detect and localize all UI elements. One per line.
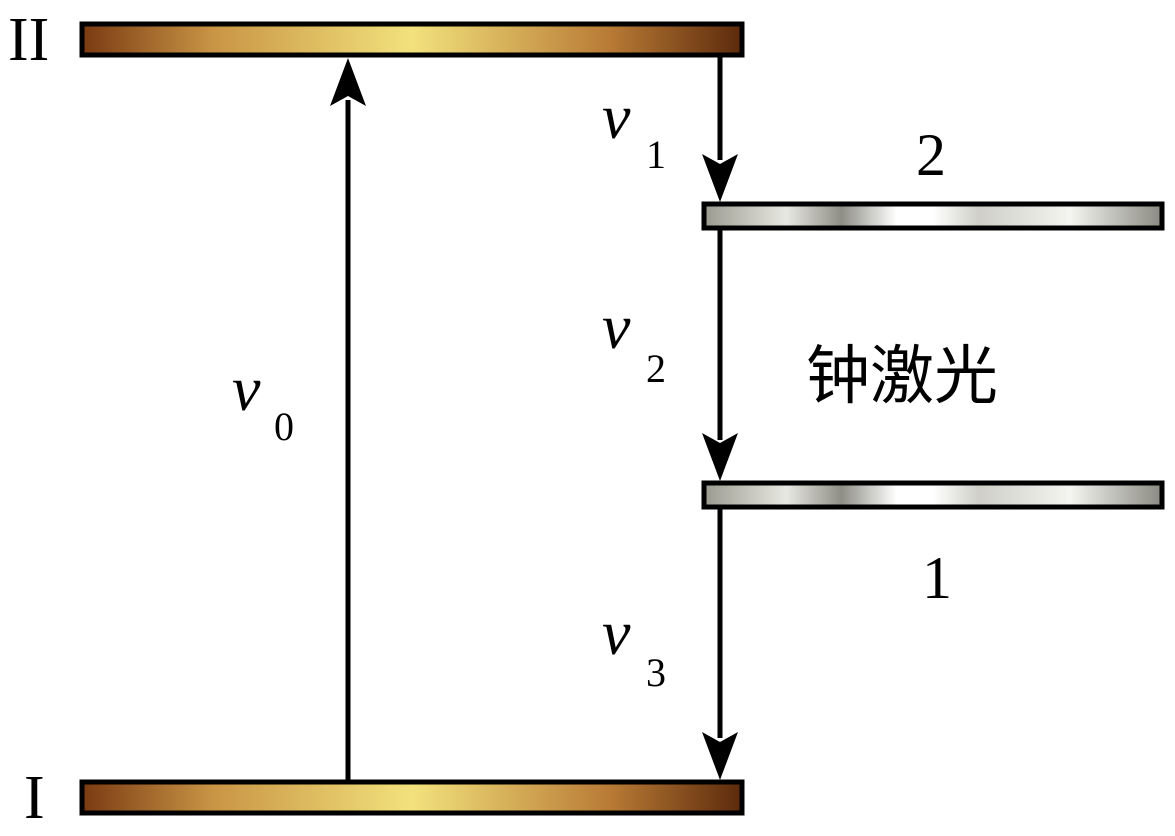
transition-v2-label: v 2 [602, 291, 666, 391]
level-1-bar [701, 480, 1165, 510]
transition-v1-arrow [702, 55, 738, 202]
level-II-bar [79, 21, 745, 58]
transition-v3-label: v 3 [602, 597, 666, 695]
pump-arrow [330, 58, 366, 782]
v3-subscript: 3 [646, 650, 666, 695]
pump-symbol: v [232, 353, 261, 424]
level-2-label: 2 [916, 122, 946, 188]
v1-subscript: 1 [646, 132, 666, 177]
level-I-bar [79, 779, 745, 816]
pump-subscript: 0 [274, 404, 294, 449]
transition-v2-arrow [702, 228, 738, 481]
pump-label: v 0 [232, 353, 294, 449]
v3-symbol: v [602, 597, 631, 668]
level-2-bar [701, 201, 1165, 231]
transition-v3-arrow [702, 507, 738, 780]
level-1-label: 1 [922, 545, 952, 611]
v2-subscript: 2 [646, 346, 666, 391]
level-I-label: I [24, 764, 45, 832]
transition-v1-label: v 1 [602, 81, 666, 177]
level-II-label: II [8, 6, 49, 74]
v2-symbol: v [602, 291, 631, 362]
v1-symbol: v [602, 81, 631, 152]
clock-laser-label: 钟激光 [806, 340, 998, 414]
